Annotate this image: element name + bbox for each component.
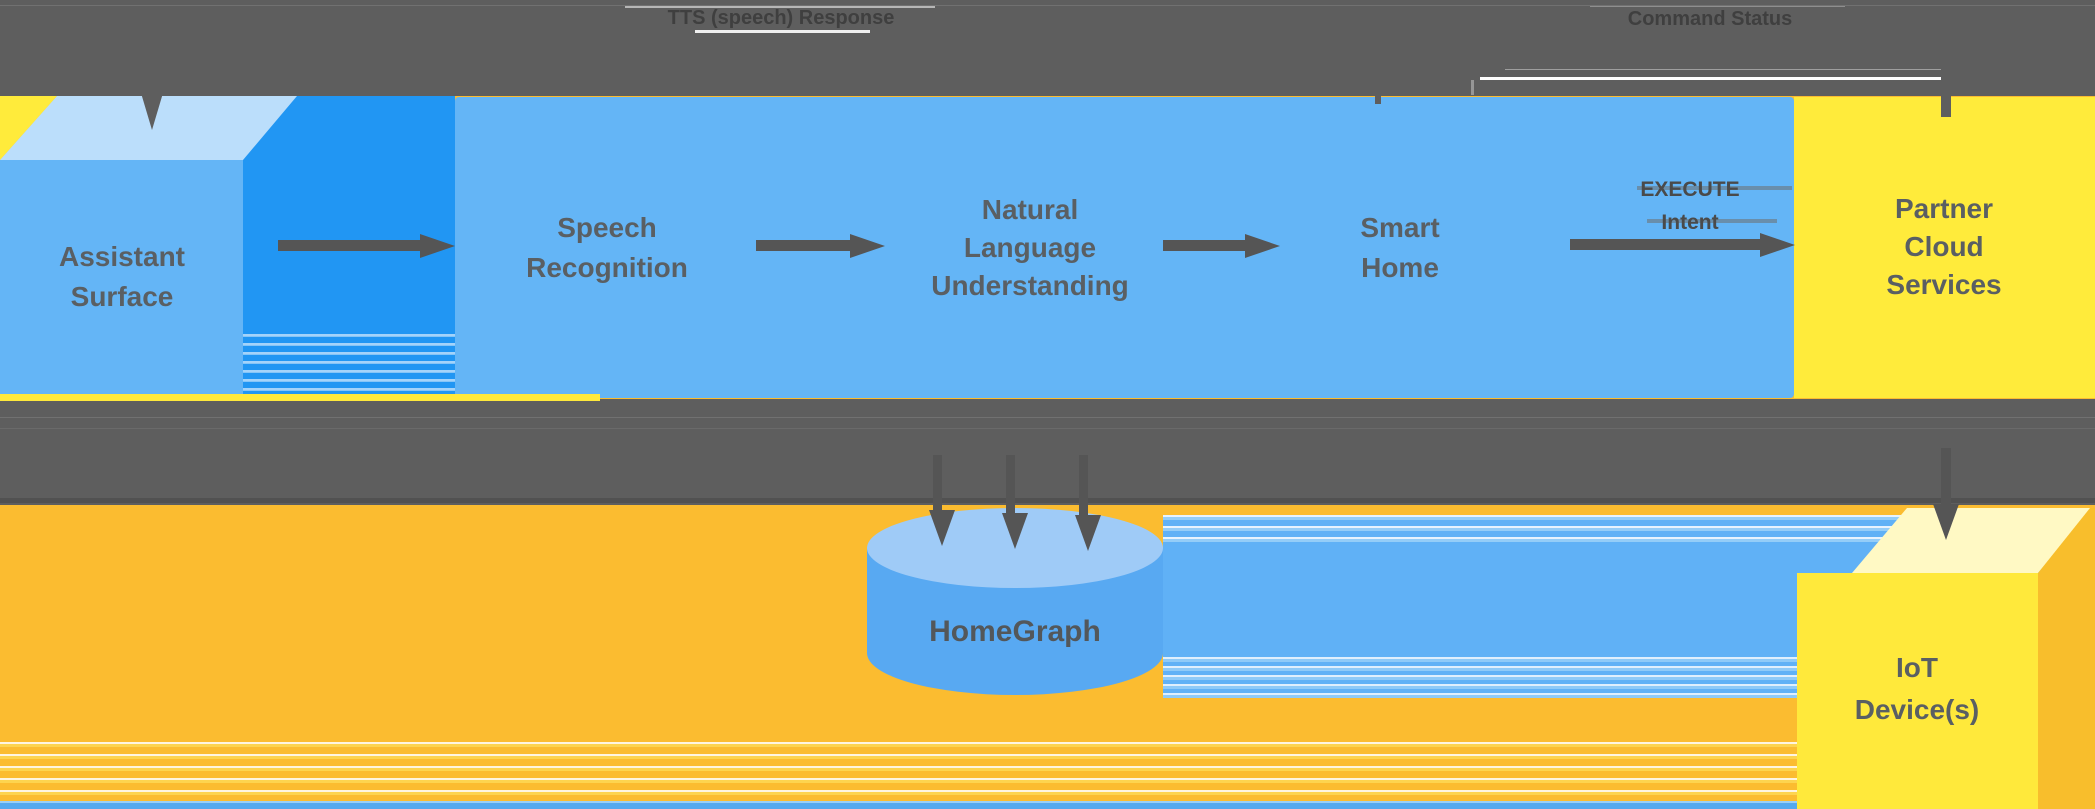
node-iot-devices <box>1797 573 2038 809</box>
glitch-yellow-line <box>0 394 600 401</box>
arrow-assistant-to-speech <box>278 240 420 251</box>
label-command-status: Command Status <box>1627 8 1793 30</box>
label-natural-language-understanding: Natural Language Understanding <box>931 194 1129 301</box>
label-smart-home: Smart Home <box>1360 212 1440 283</box>
glitch-line <box>1590 6 1845 7</box>
top-response-band <box>0 0 2095 96</box>
partner-status-arrow-stub <box>1941 96 1951 117</box>
arrow-to-homegraph-2 <box>1006 455 1015 515</box>
arrow-to-homegraph-3 <box>1079 455 1088 517</box>
arrowhead-to-homegraph-2 <box>1002 513 1028 549</box>
glitch-stub <box>1375 96 1381 104</box>
glitch-line <box>1505 69 1941 70</box>
glitch-line <box>1637 186 1792 190</box>
glitch-line <box>0 428 2095 429</box>
glitch-line <box>1471 80 1474 95</box>
glitch-line <box>0 5 2095 6</box>
label-tts-response: TTS (speech) Response <box>667 7 895 29</box>
arrowhead-nlu-to-smart-home <box>1245 234 1280 258</box>
arrow-smart-home-to-partner <box>1570 239 1760 250</box>
middle-band-edge <box>0 498 2095 503</box>
glitch-bottom-stripes <box>0 742 2095 802</box>
label-execute-intent: EXECUTE Intent <box>1640 178 1740 234</box>
label-assistant-surface: Assistant Surface <box>58 241 186 312</box>
arrowhead-to-iot-device <box>1933 504 1959 540</box>
arrow-speech-to-nlu <box>756 240 850 251</box>
response-arrowhead-into-assistant <box>141 93 163 130</box>
arrowhead-assistant-to-speech <box>420 234 455 258</box>
bottom-blue-strip <box>0 801 2095 809</box>
arrowhead-smart-home-to-partner <box>1760 233 1795 257</box>
middle-response-band <box>0 399 2095 505</box>
arrowhead-to-homegraph-1 <box>929 510 955 546</box>
label-homegraph: HomeGraph <box>929 615 1101 648</box>
label-speech-recognition: Speech Recognition <box>526 212 688 283</box>
glitch-side-face-stripes <box>243 330 455 398</box>
glitch-line <box>0 417 2095 418</box>
label-partner-cloud-services: Partner Cloud Services <box>1886 193 2002 300</box>
node-assistant-surface <box>0 160 243 398</box>
glitch-line <box>1647 219 1777 223</box>
arrow-to-iot-device <box>1941 448 1951 506</box>
arrowhead-speech-to-nlu <box>850 234 885 258</box>
node-partner-cloud-services <box>1794 97 2095 398</box>
glitch-line <box>1480 77 1941 80</box>
glitch-line <box>625 6 935 8</box>
arrow-nlu-to-smart-home <box>1163 240 1245 251</box>
glitch-line <box>695 30 870 33</box>
label-iot-devices: IoT Device(s) <box>1854 652 1980 725</box>
arrowhead-to-homegraph-3 <box>1075 515 1101 551</box>
arrow-to-homegraph-1 <box>933 455 942 512</box>
